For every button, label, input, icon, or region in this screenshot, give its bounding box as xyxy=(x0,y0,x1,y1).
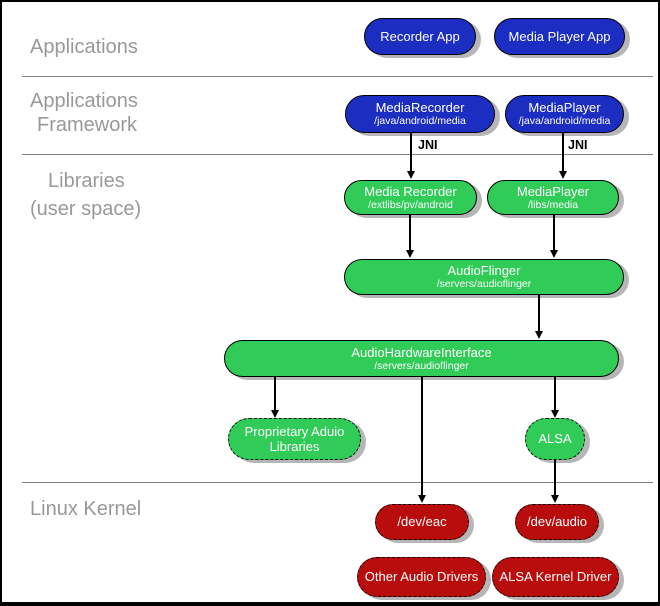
node-title: MediaPlayer xyxy=(528,100,601,116)
connector-ahi-deveac-arrowhead xyxy=(417,495,426,503)
node-path: /servers/audioflinger xyxy=(436,278,532,291)
connector-mediaplayer-audioflinger-line xyxy=(553,215,555,250)
node-mediarecorder-framework: MediaRecorder /java/android/media xyxy=(345,95,495,133)
node-dev-eac: /dev/eac xyxy=(375,504,469,540)
node-path: /extlibs/pv/android xyxy=(368,198,453,211)
node-title: Other Audio Drivers xyxy=(364,569,479,585)
layer-label-applications: Applications xyxy=(30,36,138,58)
node-media-recorder-library: Media Recorder /extlibs/pv/android xyxy=(344,180,477,215)
connector-ahi-proprietary-arrowhead xyxy=(270,410,279,418)
node-path: /java/android/media xyxy=(518,115,611,128)
node-dev-audio: /dev/audio xyxy=(515,504,599,540)
node-recorder-app: Recorder App xyxy=(364,18,476,55)
node-title: ALSA Kernel Driver xyxy=(499,569,612,585)
connector-jni-right-line xyxy=(562,133,564,171)
node-title: /dev/eac xyxy=(397,514,447,530)
node-audioflinger: AudioFlinger /servers/audioflinger xyxy=(344,259,624,295)
separator-libraries-kernel xyxy=(22,482,653,483)
node-media-player-app: Media Player App xyxy=(494,18,625,55)
connector-alsa-devaudio-arrowhead xyxy=(550,495,559,503)
layer-label-libraries-line1: Libraries xyxy=(48,170,125,192)
node-title: ALSA xyxy=(538,431,572,447)
connector-alsa-devaudio-line xyxy=(554,460,556,495)
connector-mediaplayer-audioflinger-arrowhead xyxy=(549,250,558,258)
connector-audioflinger-ahi-line xyxy=(538,295,540,331)
connector-ahi-deveac-line xyxy=(421,377,423,495)
connector-mediarecorder-audioflinger-line xyxy=(409,215,411,250)
node-alsa-kernel-driver: ALSA Kernel Driver xyxy=(492,557,619,597)
connector-ahi-alsa-arrowhead xyxy=(550,410,559,418)
node-mediaplayer-library: MediaPlayer /libs/media xyxy=(487,180,619,215)
node-alsa: ALSA xyxy=(525,418,585,460)
node-mediaplayer-framework: MediaPlayer /java/android/media xyxy=(505,95,624,133)
node-title: Media Recorder xyxy=(364,183,457,199)
node-title: MediaRecorder xyxy=(375,100,465,116)
connector-ahi-proprietary-line xyxy=(274,377,276,410)
separator-framework-libraries xyxy=(22,154,653,155)
node-path: /java/android/media xyxy=(374,115,466,128)
layer-label-framework-line1: Applications xyxy=(30,90,138,112)
node-title: Media Player App xyxy=(508,28,611,44)
connector-jni-right-arrowhead xyxy=(558,171,567,179)
connector-audioflinger-ahi-arrowhead xyxy=(534,331,543,339)
layer-label-framework-line2: Framework xyxy=(37,114,138,136)
node-other-audio-drivers: Other Audio Drivers xyxy=(357,557,486,597)
connector-jni-left-arrowhead xyxy=(406,171,415,179)
separator-applications-framework xyxy=(22,76,653,77)
node-path: /libs/media xyxy=(527,198,579,211)
node-title-line2: Libraries xyxy=(269,439,320,454)
node-title: Recorder App xyxy=(380,28,460,44)
node-title: /dev/audio xyxy=(527,514,587,530)
node-title: MediaPlayer xyxy=(516,183,590,199)
node-title: AudioHardwareInterface xyxy=(351,344,492,360)
layer-label-kernel: Linux Kernel xyxy=(30,498,142,520)
node-audiohardwareinterface: AudioHardwareInterface /servers/audiofli… xyxy=(224,340,619,377)
connector-mediarecorder-audioflinger-arrowhead xyxy=(405,250,414,258)
node-title-line1: Proprietary Aduio xyxy=(244,423,345,439)
connector-ahi-alsa-line xyxy=(554,377,556,410)
node-path: /servers/audioflinger xyxy=(374,359,469,372)
layer-label-libraries-line2: (user space) xyxy=(30,198,142,220)
jni-label-left: JNI xyxy=(418,138,438,152)
jni-label-right: JNI xyxy=(568,138,588,152)
node-proprietary-audio-libraries: Proprietary Aduio Libraries xyxy=(228,418,361,460)
node-title: AudioFlinger xyxy=(447,263,521,279)
connector-jni-left-line xyxy=(410,133,412,171)
